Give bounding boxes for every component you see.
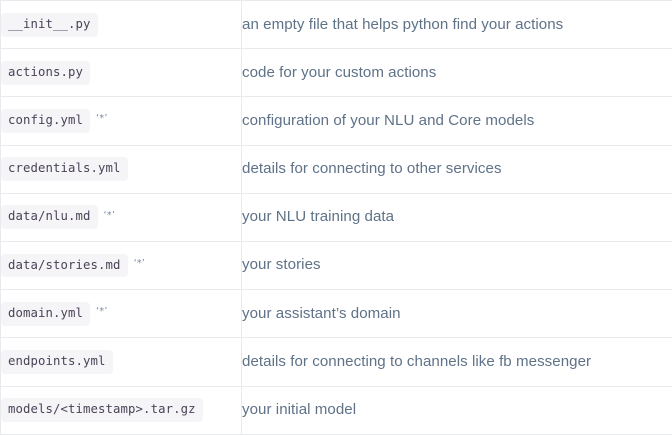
file-name-code: actions.py xyxy=(1,61,90,85)
table-row: actions.py‘*’ code for your custom actio… xyxy=(1,49,672,97)
file-name-code: data/stories.md xyxy=(1,254,128,278)
file-name-code: models/<timestamp>.tar.gz xyxy=(1,398,203,422)
file-name-code: data/nlu.md xyxy=(1,205,98,229)
description-cell: details for connecting to channels like … xyxy=(242,338,672,386)
file-description: your initial model xyxy=(242,401,356,418)
file-description: your stories xyxy=(242,256,321,273)
table-row: __init__.py‘*’ an empty file that helps … xyxy=(1,1,672,49)
file-description: your NLU training data xyxy=(242,208,394,225)
file-description: an empty file that helps python find you… xyxy=(242,16,563,33)
required-star-marker: ‘*’ xyxy=(104,211,116,221)
description-cell: your stories xyxy=(242,241,672,289)
file-cell: models/<timestamp>.tar.gz‘*’ xyxy=(1,386,242,434)
file-name-code: config.yml xyxy=(1,109,90,133)
file-description: your assistant’s domain xyxy=(242,305,401,322)
file-name-code: endpoints.yml xyxy=(1,350,113,374)
required-star-marker: ‘*’ xyxy=(134,259,146,269)
file-name-code: credentials.yml xyxy=(1,157,128,181)
file-cell: credentials.yml‘*’ xyxy=(1,145,242,193)
file-description: code for your custom actions xyxy=(242,64,436,81)
table-row: endpoints.yml‘*’ details for connecting … xyxy=(1,338,672,386)
description-cell: code for your custom actions xyxy=(242,49,672,97)
description-cell: an empty file that helps python find you… xyxy=(242,1,672,49)
table-row: models/<timestamp>.tar.gz‘*’ your initia… xyxy=(1,386,672,434)
description-cell: your assistant’s domain xyxy=(242,290,672,338)
file-cell: data/nlu.md ‘*’ xyxy=(1,193,242,241)
file-description: details for connecting to channels like … xyxy=(242,353,591,370)
description-cell: your NLU training data xyxy=(242,193,672,241)
file-name-code: __init__.py xyxy=(1,13,98,37)
table-row: config.yml ‘*’ configuration of your NLU … xyxy=(1,97,672,145)
file-description: details for connecting to other services xyxy=(242,160,502,177)
file-name-code: domain.yml xyxy=(1,302,90,326)
table-row: credentials.yml‘*’ details for connectin… xyxy=(1,145,672,193)
file-cell: endpoints.yml‘*’ xyxy=(1,338,242,386)
table-row: data/stories.md ‘*’ your stories xyxy=(1,241,672,289)
required-star-marker: ‘*’ xyxy=(96,114,108,124)
table-row: data/nlu.md ‘*’ your NLU training data xyxy=(1,193,672,241)
description-cell: configuration of your NLU and Core model… xyxy=(242,97,672,145)
required-star-marker: ‘*’ xyxy=(96,307,108,317)
description-cell: details for connecting to other services xyxy=(242,145,672,193)
description-cell: your initial model xyxy=(242,386,672,434)
file-cell: config.yml ‘*’ xyxy=(1,97,242,145)
file-cell: data/stories.md ‘*’ xyxy=(1,241,242,289)
file-cell: actions.py‘*’ xyxy=(1,49,242,97)
file-cell: __init__.py‘*’ xyxy=(1,1,242,49)
file-cell: domain.yml ‘*’ xyxy=(1,290,242,338)
table-row: domain.yml ‘*’ your assistant’s domain xyxy=(1,290,672,338)
file-description: configuration of your NLU and Core model… xyxy=(242,112,534,129)
